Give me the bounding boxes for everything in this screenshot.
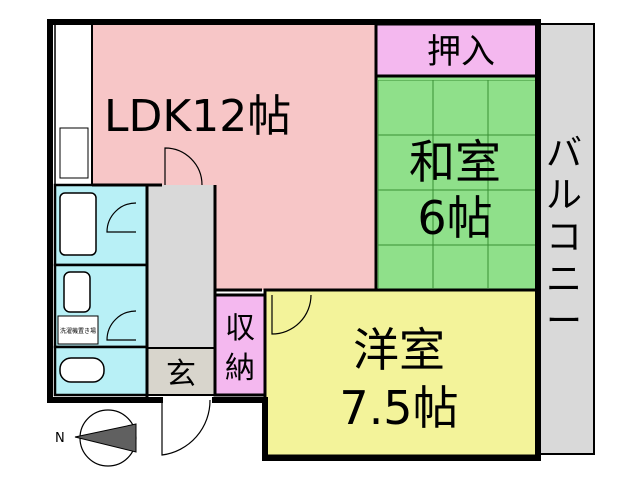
washer-space — [57, 315, 99, 345]
toilet — [59, 357, 105, 383]
yoshitsu-name: 洋室 — [353, 323, 445, 377]
compass-north-label: N — [55, 431, 65, 446]
yoshitsu-room — [263, 288, 540, 458]
shuno-closet — [213, 293, 267, 397]
walls — [47, 19, 541, 461]
balcony-char-3: コ — [546, 217, 582, 258]
ldk-size: 12帖 — [191, 91, 291, 142]
balcony-char-5: ー — [546, 301, 582, 342]
tatami-grid — [378, 80, 536, 288]
washer-label: 洗濯機置き場 — [60, 327, 96, 335]
compass: N — [55, 409, 137, 467]
bathtub — [59, 192, 97, 256]
genkan-label: 玄 — [166, 357, 196, 392]
shuno-label-2: 納 — [225, 351, 255, 386]
ldk-room — [92, 24, 376, 290]
balcony-char-1: バ — [546, 133, 582, 174]
sink — [59, 127, 89, 179]
balcony-char-4: ニ — [546, 259, 582, 300]
ldk-label: LDK12帖 — [104, 91, 291, 142]
balcony-char-2: ル — [546, 175, 582, 216]
yoshitsu-size: 7.5帖 — [339, 381, 458, 435]
shuno-label-1: 収 — [225, 311, 255, 346]
oshiire-label: 押入 — [427, 32, 495, 72]
washitsu-size: 6帖 — [417, 191, 492, 245]
oshiire-closet — [374, 22, 540, 78]
balcony-label: バ ル コ ニ ー — [546, 133, 582, 342]
washitsu-name: 和室 — [409, 135, 501, 189]
balcony — [537, 23, 595, 455]
ldk-name: LDK — [104, 91, 192, 142]
genkan-entrance — [146, 347, 216, 396]
wash-basin — [63, 271, 91, 313]
door-swings — [106, 147, 312, 456]
north-arrow-icon — [74, 423, 137, 453]
